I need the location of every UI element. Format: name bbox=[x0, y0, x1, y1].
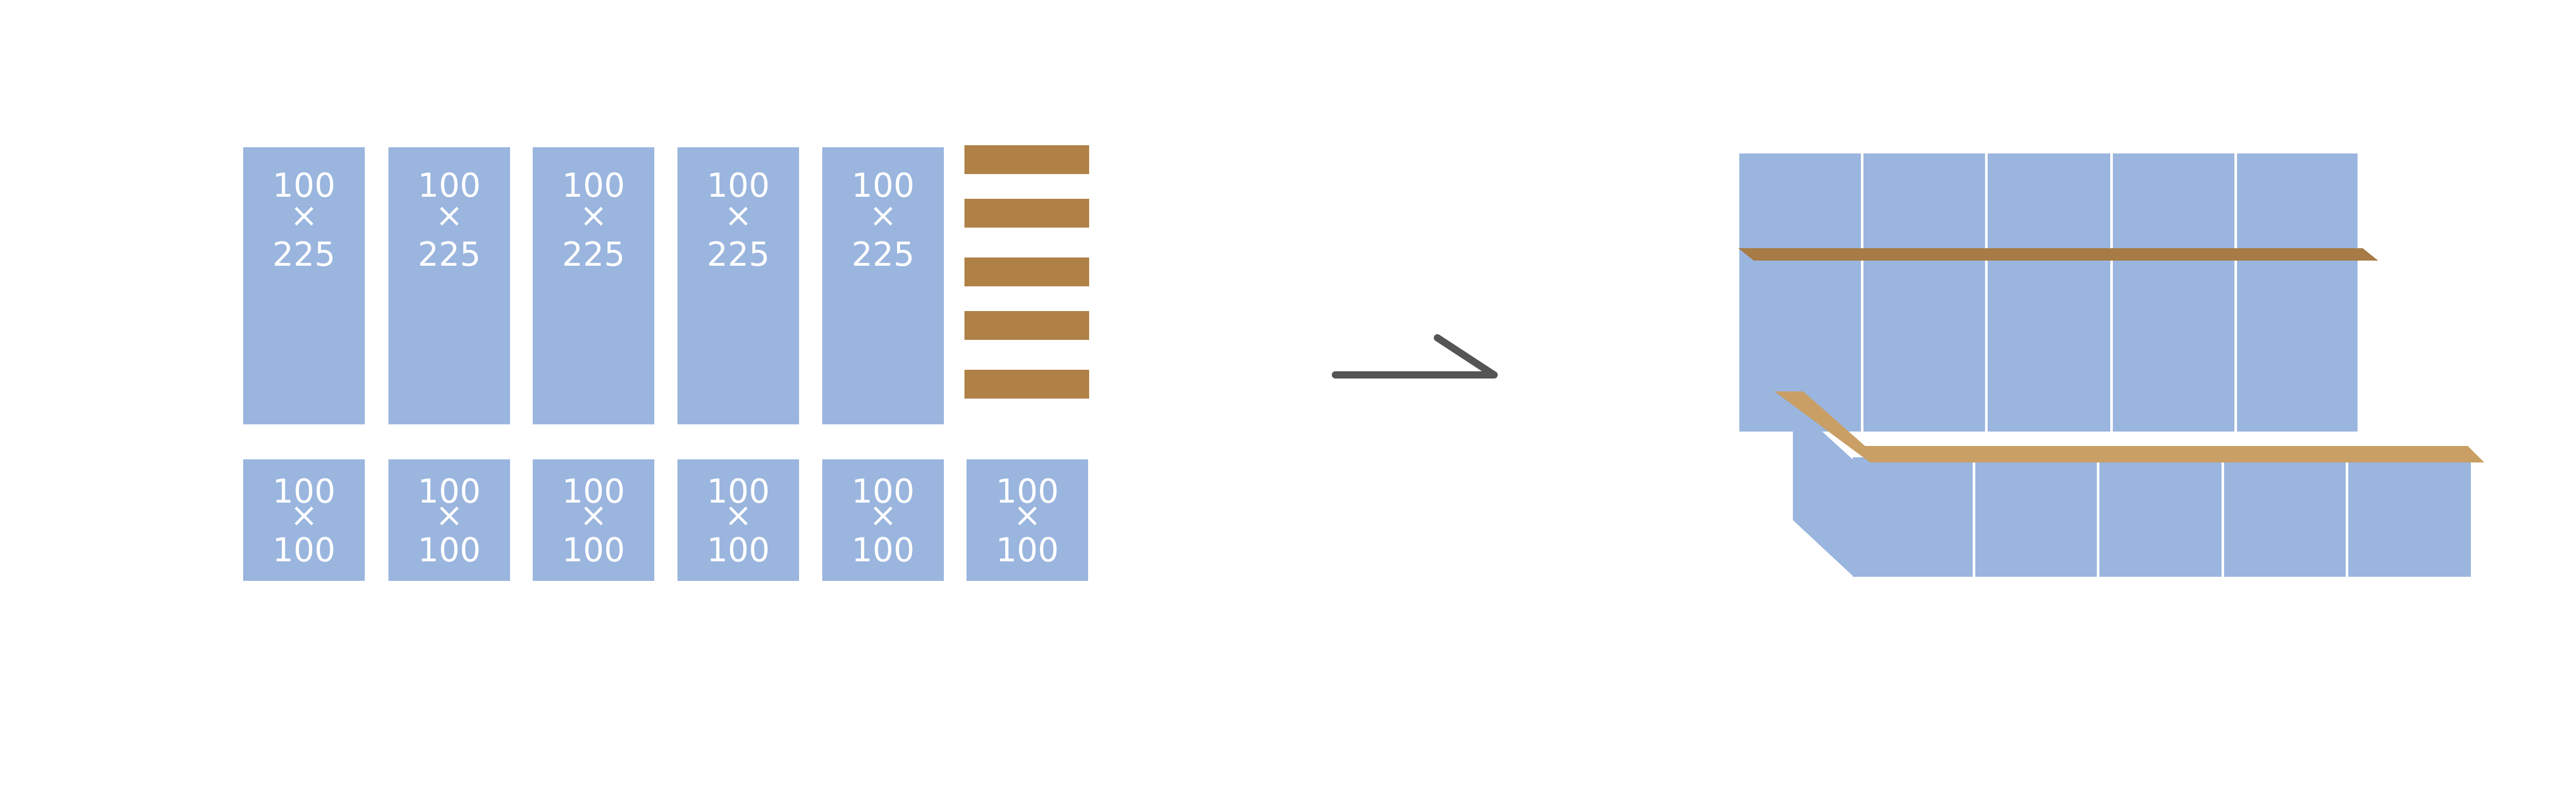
panel-dimension-sep: × bbox=[435, 496, 463, 535]
panel-dimension-height: 225 bbox=[273, 236, 335, 274]
square-panels: 100×100100×100100×100100×100100×100100×1… bbox=[243, 459, 1088, 581]
assembled-group bbox=[1738, 153, 2484, 577]
panel-dimension-sep: × bbox=[290, 496, 318, 535]
tall-panel-shape bbox=[677, 147, 799, 424]
back-wall-panel-seam bbox=[2110, 153, 2113, 432]
board bbox=[964, 311, 1089, 340]
front-side-panel bbox=[1793, 405, 1853, 576]
tall-panel-shape bbox=[243, 147, 365, 424]
panel-dimension-width: 100 bbox=[418, 473, 481, 511]
boards bbox=[964, 145, 1089, 399]
panel-dimension-width: 100 bbox=[562, 167, 625, 205]
square-panel: 100×100 bbox=[533, 459, 654, 581]
panel-dimension-sep: × bbox=[1013, 496, 1041, 535]
square-panel-shape bbox=[533, 459, 654, 581]
arrow-right-icon bbox=[1332, 334, 1498, 379]
board bbox=[964, 257, 1089, 286]
square-panel-shape bbox=[388, 459, 510, 581]
tall-panel: 100×225 bbox=[533, 147, 654, 424]
panel-dimension-sep: × bbox=[869, 197, 897, 235]
panel-dimension-width: 100 bbox=[273, 167, 335, 205]
square-panel-shape bbox=[822, 459, 944, 581]
square-panel: 100×100 bbox=[243, 459, 365, 581]
board bbox=[964, 199, 1089, 228]
square-panel-shape bbox=[243, 459, 365, 581]
front-panel-seam bbox=[2222, 457, 2224, 577]
panel-dimension-height: 100 bbox=[996, 531, 1059, 570]
panel-dimension-height: 100 bbox=[852, 531, 914, 570]
square-panel: 100×100 bbox=[967, 459, 1088, 581]
panel-dimension-sep: × bbox=[724, 496, 752, 535]
panel-dimension-sep: × bbox=[435, 197, 463, 235]
front-panel-seam bbox=[1973, 457, 1975, 577]
panel-dimension-width: 100 bbox=[418, 167, 481, 205]
panel-dimension-height: 225 bbox=[852, 236, 914, 274]
back-wall-panel-seam bbox=[1985, 153, 1988, 432]
panel-dimension-height: 100 bbox=[418, 531, 481, 570]
panel-dimension-height: 225 bbox=[707, 236, 770, 274]
panel-dimension-width: 100 bbox=[562, 473, 625, 511]
square-panel-shape bbox=[967, 459, 1088, 581]
square-panel-shape bbox=[677, 459, 799, 581]
panel-dimension-width: 100 bbox=[273, 473, 335, 511]
arrow-head bbox=[1434, 334, 1498, 379]
panel-dimension-height: 225 bbox=[562, 236, 625, 274]
panel-dimension-height: 100 bbox=[707, 531, 770, 570]
panel-dimension-width: 100 bbox=[852, 167, 914, 205]
panel-dimension-width: 100 bbox=[707, 473, 770, 511]
assembled-back-wall bbox=[1738, 153, 2378, 432]
panel-dimension-width: 100 bbox=[852, 473, 914, 511]
panel-dimension-sep: × bbox=[869, 496, 897, 535]
square-panel: 100×100 bbox=[388, 459, 510, 581]
tall-panel: 100×225 bbox=[677, 147, 799, 424]
panel-dimension-height: 100 bbox=[562, 531, 625, 570]
panel-dimension-sep: × bbox=[580, 197, 607, 235]
back-shelf-board bbox=[1738, 248, 2378, 261]
assembled-front-counter bbox=[1774, 391, 2484, 577]
tall-panel: 100×225 bbox=[388, 147, 510, 424]
back-wall-panel-seam bbox=[2234, 153, 2237, 432]
counter-top-board bbox=[1774, 391, 2484, 462]
tall-panel: 100×225 bbox=[243, 147, 365, 424]
front-panel-seam bbox=[2346, 457, 2348, 577]
tall-panel: 100×225 bbox=[822, 147, 944, 424]
panel-dimension-sep: × bbox=[290, 197, 318, 235]
front-panel-seam bbox=[2097, 457, 2099, 577]
square-panel: 100×100 bbox=[822, 459, 944, 581]
front-panel bbox=[1853, 457, 2471, 577]
board bbox=[964, 370, 1089, 399]
tall-panel-shape bbox=[533, 147, 654, 424]
panel-dimension-width: 100 bbox=[707, 167, 770, 205]
back-wall-panel-seam bbox=[1861, 153, 1863, 432]
panel-dimension-height: 225 bbox=[418, 236, 481, 274]
square-panel: 100×100 bbox=[677, 459, 799, 581]
back-wall-panel bbox=[1739, 153, 2358, 432]
board bbox=[964, 145, 1089, 174]
panel-dimension-width: 100 bbox=[996, 473, 1059, 511]
panel-dimension-sep: × bbox=[580, 496, 607, 535]
panel-dimension-height: 100 bbox=[273, 531, 335, 570]
panel-dimension-sep: × bbox=[724, 197, 752, 235]
tall-panel-shape bbox=[388, 147, 510, 424]
tall-panel-shape bbox=[822, 147, 944, 424]
